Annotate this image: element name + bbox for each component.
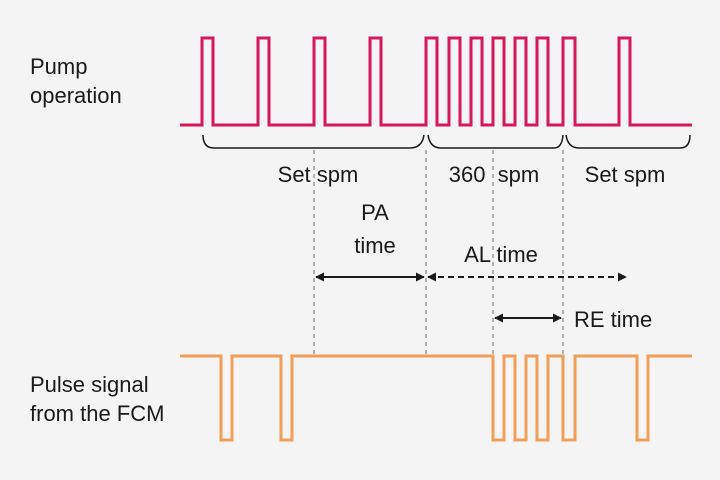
fcm-pulse-signal bbox=[180, 354, 692, 442]
segment-label-set-spm-1: Set spm bbox=[278, 162, 359, 187]
pump-operation-label: Pump operation bbox=[30, 52, 122, 110]
pump-label-line2: operation bbox=[30, 83, 122, 108]
pump-operation-signal bbox=[180, 36, 692, 127]
segment-label-set-spm-2: Set spm bbox=[585, 162, 666, 187]
pulse-label-line1: Pulse signal bbox=[30, 372, 149, 397]
pulse-label-line2: from the FCM bbox=[30, 401, 165, 426]
brace-set-spm-1 bbox=[202, 134, 425, 149]
pulse-signal-label: Pulse signal from the FCM bbox=[30, 370, 164, 428]
segment-braces bbox=[202, 134, 691, 149]
brace-360-spm bbox=[427, 134, 564, 149]
brace-set-spm-2 bbox=[565, 134, 691, 149]
re-time-label: RE time bbox=[574, 307, 652, 332]
segment-label-360-spm: 360 spm bbox=[449, 162, 540, 187]
guide-lines bbox=[313, 150, 564, 356]
pa-time-label-line2: time bbox=[354, 233, 396, 258]
al-time-label: AL time bbox=[464, 242, 538, 267]
pa-time-label-line1: PA bbox=[361, 200, 389, 225]
pump-label-line1: Pump bbox=[30, 54, 88, 79]
